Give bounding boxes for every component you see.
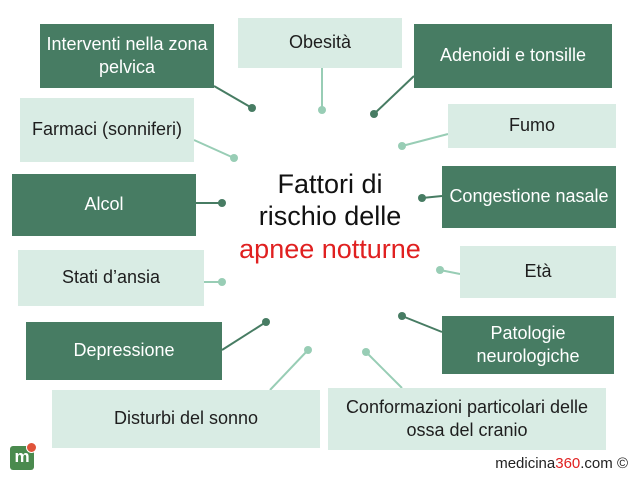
factor-box-conformazioni: Conformazioni particolari delle ossa del… (328, 388, 606, 450)
connector-line-conformazioni (365, 351, 403, 389)
factor-box-disturbi: Disturbi del sonno (52, 390, 320, 448)
connector-dot-eta (436, 266, 444, 274)
factor-box-fumo: Fumo (448, 104, 616, 148)
site-name-number: 360 (555, 455, 581, 472)
connector-dot-farmaci (230, 154, 238, 162)
center-title-line-1: Fattori di (277, 169, 383, 199)
site-credit: medicina360.com © (495, 455, 628, 472)
connector-dot-ansia (218, 278, 226, 286)
connector-line-interventi (213, 85, 253, 109)
connector-line-patologie (401, 315, 443, 333)
factor-label: Depressione (73, 340, 175, 361)
factor-box-congestione: Congestione nasale (442, 166, 616, 228)
center-title-highlight: apnee notturne (239, 233, 421, 264)
connector-dot-conformazioni (362, 348, 370, 356)
factor-label: Interventi nella zona pelvica (46, 33, 208, 77)
connector-dot-interventi (248, 104, 256, 112)
factor-box-farmaci: Farmaci (sonniferi) (20, 98, 194, 162)
connector-line-adenoidi (373, 75, 415, 115)
connector-dot-alcol (218, 199, 226, 207)
factor-box-interventi: Interventi nella zona pelvica (40, 24, 214, 88)
factor-box-adenoidi: Adenoidi e tonsille (414, 24, 612, 88)
factor-label: Alcol (84, 194, 124, 215)
factor-box-obesita: Obesità (238, 18, 402, 68)
factor-label: Congestione nasale (449, 186, 609, 207)
center-title: Fattori di rischio delle apnee notturne (210, 168, 450, 265)
connector-line-farmaci (193, 139, 235, 159)
connector-dot-fumo (398, 142, 406, 150)
connector-dot-disturbi (304, 346, 312, 354)
connector-dot-congestione (418, 194, 426, 202)
connector-line-depressione (221, 321, 267, 351)
factor-box-ansia: Stati d’ansia (18, 250, 204, 306)
factor-label: Disturbi del sonno (113, 408, 259, 429)
factor-box-alcol: Alcol (12, 174, 196, 236)
factor-label: Obesità (288, 32, 352, 53)
center-title-line-2: rischio delle (258, 201, 402, 232)
logo-dot (26, 442, 37, 453)
site-logo-icon: m (10, 442, 37, 470)
connector-dot-adenoidi (370, 110, 378, 118)
logo-letter: m (14, 447, 30, 466)
connector-dot-depressione (262, 318, 270, 326)
factor-label: Fumo (508, 115, 555, 136)
connector-line-fumo (401, 133, 449, 147)
factor-label: Farmaci (sonniferi) (31, 119, 183, 140)
factor-label: Conformazioni particolari delle ossa del… (345, 396, 589, 440)
factor-box-eta: Età (460, 246, 616, 298)
factor-box-depressione: Depressione (26, 322, 222, 380)
connector-line-disturbi (269, 349, 309, 391)
factor-label: Stati d’ansia (61, 267, 161, 288)
factor-box-patologie: Patologie neurologiche (442, 316, 614, 374)
site-name-prefix: medicina (495, 455, 556, 472)
connector-dot-obesita (318, 106, 326, 114)
site-name-suffix: .com © (580, 455, 628, 472)
factor-label: Patologie neurologiche (476, 322, 580, 366)
factor-label: Età (524, 261, 552, 282)
factor-label: Adenoidi e tonsille (439, 45, 587, 66)
connector-dot-patologie (398, 312, 406, 320)
